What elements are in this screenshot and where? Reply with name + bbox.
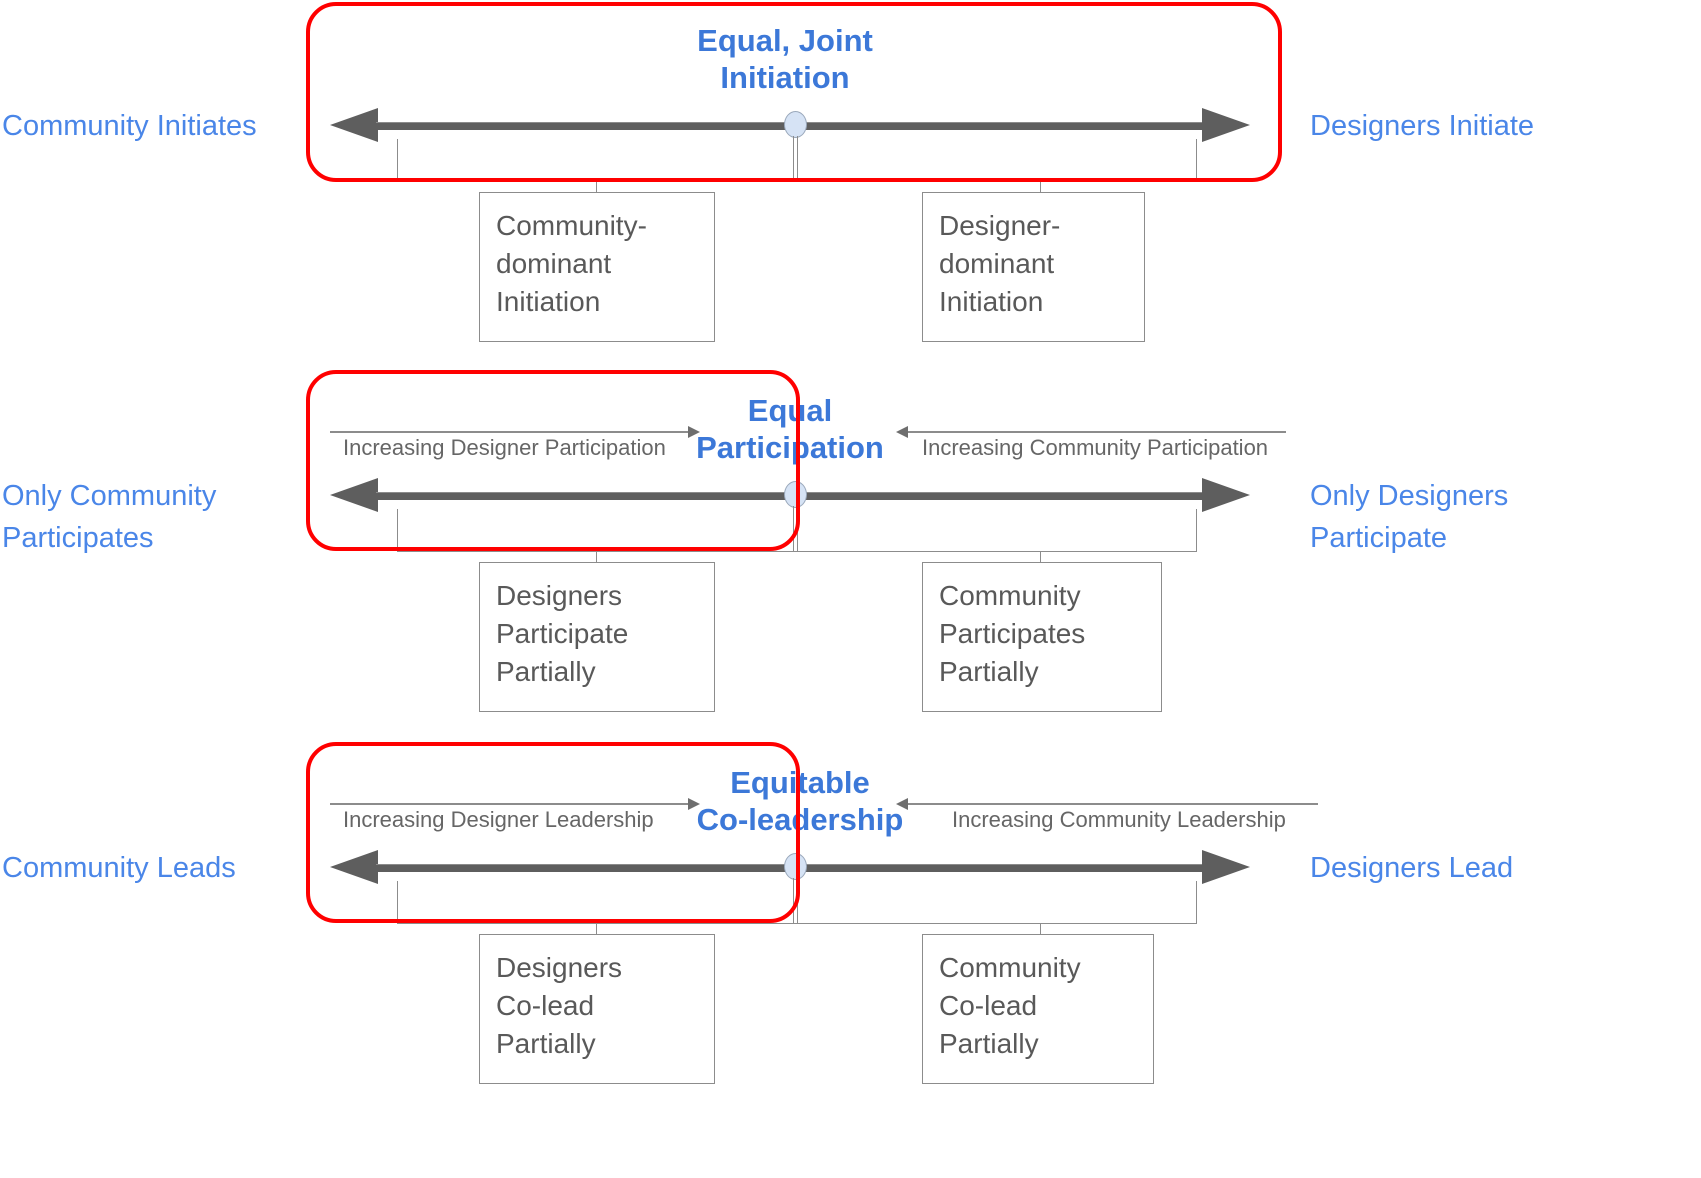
row-initiation: Community Initiates Designers Initiate E… bbox=[0, 0, 1701, 350]
tick-center-leadership bbox=[793, 878, 794, 923]
tick-right-initiation bbox=[1196, 139, 1197, 181]
box-connector-right-leadership bbox=[1040, 923, 1041, 934]
left-end-label-participation: Only Community Participates bbox=[2, 480, 217, 554]
box-connector-left-leadership bbox=[596, 923, 597, 934]
sub-arrow-left-participation bbox=[330, 431, 690, 433]
arrow-head-left-icon bbox=[330, 850, 378, 884]
row-participation: Only Community Participates Only Designe… bbox=[0, 370, 1701, 720]
row-leadership: Community Leads Designers Lead Equitable… bbox=[0, 742, 1701, 1178]
left-description-box-leadership: Designers Co-lead Partially bbox=[479, 934, 715, 1084]
right-end-label-initiation: Designers Initiate bbox=[1310, 110, 1535, 142]
sub-caption-right-participation: Increasing Community Participation bbox=[922, 435, 1269, 460]
left-description-box-participation: Designers Participate Partially bbox=[479, 562, 715, 712]
center-label-initiation: Equal, Joint Initiation bbox=[697, 23, 873, 95]
center-knob-participation bbox=[784, 481, 807, 508]
sub-arrow-left-leadership bbox=[330, 803, 690, 805]
bracket-line-initiation bbox=[397, 181, 1197, 182]
sub-caption-left-participation: Increasing Designer Participation bbox=[343, 435, 666, 460]
box-connector-right-participation bbox=[1040, 551, 1041, 562]
arrow-head-left-icon bbox=[330, 478, 378, 512]
sub-caption-right-leadership: Increasing Community Leadership bbox=[952, 807, 1286, 832]
right-description-box-leadership: Community Co-lead Partially bbox=[922, 934, 1154, 1084]
box-connector-right-initiation bbox=[1040, 181, 1041, 192]
arrow-head-right-icon bbox=[1202, 478, 1250, 512]
left-description-box-initiation: Community- dominant Initiation bbox=[479, 192, 715, 342]
sub-arrow-right-leadership bbox=[908, 803, 1318, 805]
tick-center-initiation bbox=[793, 136, 794, 181]
box-connector-left-initiation bbox=[596, 181, 597, 192]
tick-left-participation bbox=[397, 509, 398, 551]
left-end-label-leadership: Community Leads bbox=[2, 852, 236, 884]
tick-right-leadership bbox=[1196, 881, 1197, 923]
center-knob-leadership bbox=[784, 853, 807, 880]
right-description-box-participation: Community Participates Partially bbox=[922, 562, 1162, 712]
tick-center2-participation bbox=[797, 506, 798, 551]
tick-center2-initiation bbox=[797, 136, 798, 181]
bracket-line-leadership bbox=[397, 923, 1197, 924]
right-end-label-leadership: Designers Lead bbox=[1310, 852, 1514, 884]
center-label-participation: Equal Participation bbox=[696, 393, 884, 465]
tick-center2-leadership bbox=[797, 878, 798, 923]
sub-arrow-left-head-icon bbox=[688, 798, 700, 810]
tick-right-participation bbox=[1196, 509, 1197, 551]
center-knob-initiation bbox=[784, 111, 807, 138]
sub-arrow-right-head-icon bbox=[896, 426, 908, 438]
bracket-line-participation bbox=[397, 551, 1197, 552]
arrow-head-right-icon bbox=[1202, 850, 1250, 884]
sub-caption-left-leadership: Increasing Designer Leadership bbox=[343, 807, 654, 832]
left-end-label-initiation: Community Initiates bbox=[2, 110, 257, 142]
tick-left-initiation bbox=[397, 139, 398, 181]
box-connector-left-participation bbox=[596, 551, 597, 562]
tick-left-leadership bbox=[397, 881, 398, 923]
sub-arrow-right-head-icon bbox=[896, 798, 908, 810]
arrow-head-right-icon bbox=[1202, 108, 1250, 142]
sub-arrow-right-participation bbox=[908, 431, 1286, 433]
sub-arrow-left-head-icon bbox=[688, 426, 700, 438]
tick-center-participation bbox=[793, 506, 794, 551]
right-description-box-initiation: Designer- dominant Initiation bbox=[922, 192, 1145, 342]
arrow-head-left-icon bbox=[330, 108, 378, 142]
right-end-label-participation: Only Designers Participate bbox=[1310, 480, 1509, 554]
